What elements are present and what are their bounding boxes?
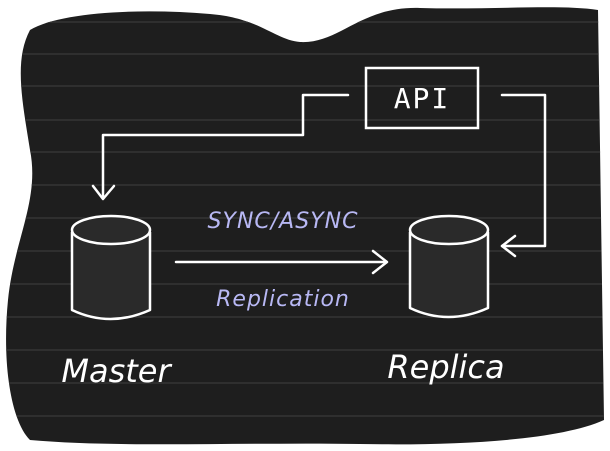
background-blob bbox=[6, 7, 605, 445]
api-label: API bbox=[394, 82, 451, 115]
replication-mode-label: SYNC/ASYNC bbox=[208, 209, 359, 234]
master-label: Master bbox=[61, 352, 172, 390]
arrowhead-left-icon bbox=[500, 234, 517, 258]
replica-database bbox=[408, 214, 490, 319]
arrowhead-down-icon bbox=[91, 184, 116, 201]
ruled-lines bbox=[6, 21, 605, 417]
database-icon bbox=[70, 232, 152, 321]
arrowhead-right-icon bbox=[371, 249, 389, 275]
api-to-master-connector bbox=[91, 93, 350, 201]
replica-label: Replica bbox=[387, 348, 504, 386]
api-to-replica-connector bbox=[500, 93, 547, 258]
replication-arrow bbox=[174, 249, 389, 275]
api-node: API bbox=[364, 66, 480, 130]
master-database bbox=[70, 214, 152, 321]
api-box bbox=[364, 66, 480, 130]
database-icon bbox=[408, 232, 490, 319]
replication-name-label: Replication bbox=[216, 287, 350, 312]
